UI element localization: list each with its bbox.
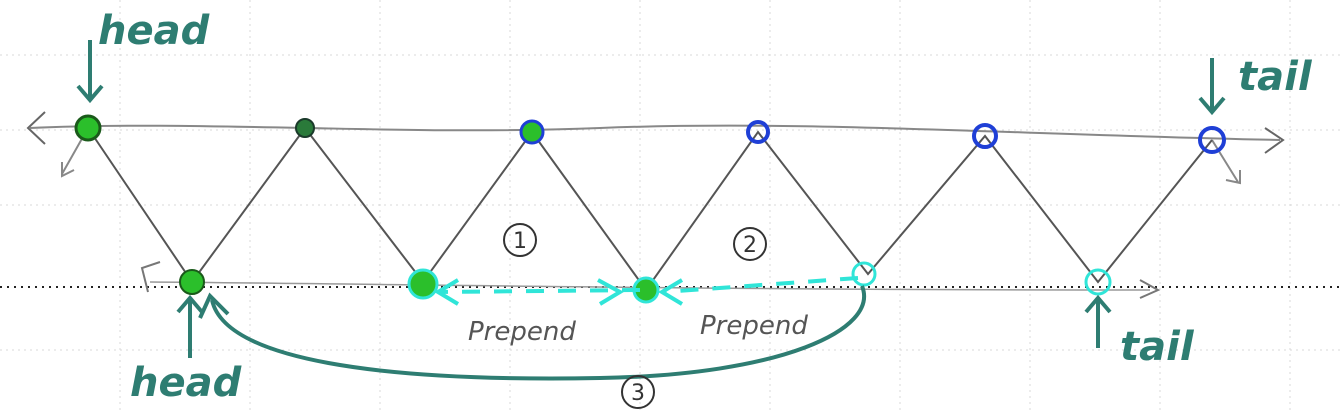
top-node-4: [746, 120, 770, 144]
prepend-arrow-1: [439, 288, 641, 294]
bottom-node-4: [851, 261, 877, 287]
prepend-arrow-1-head: [434, 278, 460, 306]
top-node-1: [74, 114, 102, 142]
top-node-2: [295, 118, 315, 138]
prepend-label-1: Prepend: [468, 317, 576, 347]
bottom-head-label: head: [130, 360, 242, 406]
prepend-arrow-2-head: [658, 278, 684, 306]
bottom-tail-pointer: [1084, 294, 1112, 348]
zigzag-connectors: [87, 126, 1213, 292]
bottom-list-line: [149, 281, 1151, 291]
top-head-pointer: [76, 40, 104, 104]
top-tail-label: tail: [1238, 54, 1313, 100]
step-3-marker: 3: [621, 375, 655, 409]
step-1-number: 1: [513, 229, 527, 254]
bottom-tail-label: tail: [1120, 324, 1195, 370]
curved-arrow-3: [210, 285, 866, 381]
bottom-right-arrow: [1139, 279, 1161, 299]
step-3-number: 3: [631, 381, 645, 406]
pointer-arrows: [76, 40, 1226, 358]
prepend-arrows: [434, 276, 859, 306]
step-1-marker: 1: [503, 223, 537, 257]
prepend-label-2: Prepend: [700, 311, 808, 341]
bottom-nodes: [179, 261, 1112, 304]
prepend-arrow-2: [663, 276, 859, 294]
top-node-5: [972, 123, 998, 149]
bottom-left-arrow: [140, 261, 161, 293]
bottom-node-5: [1084, 268, 1112, 296]
step-2-marker: 2: [733, 227, 767, 261]
bottom-node-2: [407, 268, 439, 300]
top-right-next-arrow: [1211, 139, 1241, 185]
prepend-arrow-2-tail: [597, 278, 625, 306]
top-node-6: [1198, 126, 1226, 154]
top-left-arrow: [26, 111, 46, 145]
top-node-3: [519, 119, 545, 145]
step-2-number: 2: [743, 233, 757, 258]
top-right-arrow: [1264, 127, 1285, 154]
top-nodes: [74, 114, 1226, 154]
top-list-line: [29, 124, 1281, 141]
top-tail-pointer: [1198, 58, 1226, 116]
bottom-node-1: [179, 269, 205, 295]
top-head-label: head: [98, 8, 210, 54]
bottom-head-pointer: [176, 294, 204, 358]
